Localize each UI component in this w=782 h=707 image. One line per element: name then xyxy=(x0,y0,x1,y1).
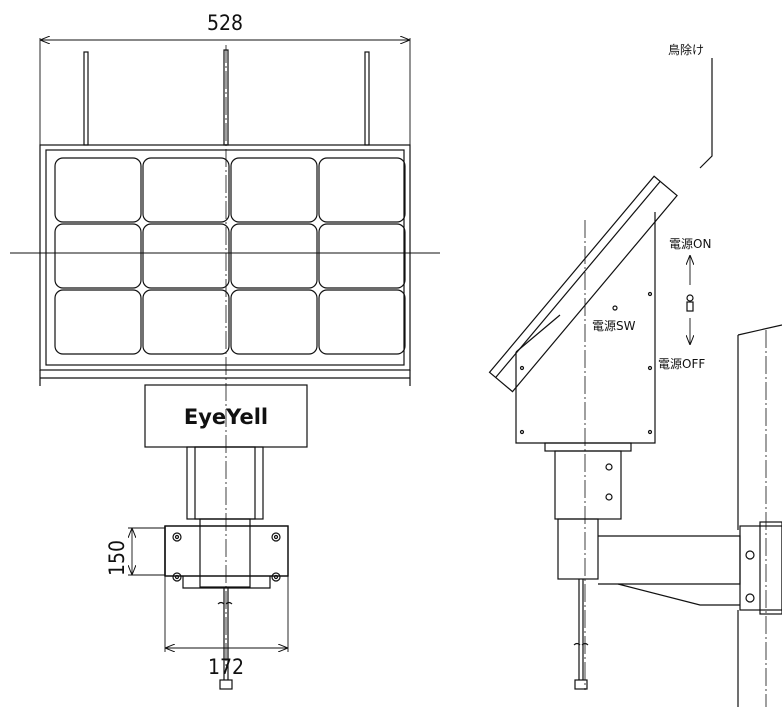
label-power-off: 電源OFF xyxy=(658,357,705,371)
solar-cell xyxy=(318,223,406,289)
label-power-switch: 電源SW xyxy=(592,319,636,333)
side-view: 鳥除け xyxy=(488,42,782,707)
mount-bracket xyxy=(164,525,289,577)
solar-cell xyxy=(318,157,406,223)
solar-cell xyxy=(54,157,142,223)
mount-pole xyxy=(186,446,264,520)
solar-panel-frame xyxy=(39,144,411,371)
solar-cell xyxy=(318,289,406,355)
front-view: 528 EyeYell xyxy=(10,11,440,690)
bird-repellent-rods xyxy=(83,49,370,146)
solar-cell xyxy=(54,223,142,289)
solar-cell xyxy=(230,223,318,289)
solar-cell xyxy=(230,157,318,223)
dimension-panel-width: 528 xyxy=(207,11,243,35)
label-bird-repellent: 鳥除け xyxy=(668,42,704,57)
solar-cell xyxy=(142,289,230,355)
solar-cells xyxy=(54,157,406,355)
solar-cell xyxy=(142,223,230,289)
label-power-on: 電源ON xyxy=(669,237,711,251)
solar-cell xyxy=(54,289,142,355)
bracket-bolts xyxy=(172,532,281,582)
solar-cell xyxy=(230,289,318,355)
dimension-bracket-height: 150 xyxy=(105,540,129,576)
solar-cell xyxy=(142,157,230,223)
